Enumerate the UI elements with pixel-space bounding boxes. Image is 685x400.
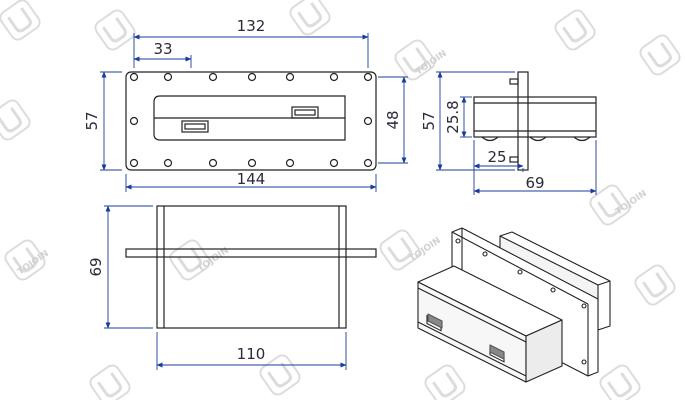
side-view — [473, 71, 597, 171]
dim-top-length: 110 — [237, 345, 266, 363]
dim-front-inner-height: 48 — [384, 110, 402, 129]
dim-front-height-total: 57 — [83, 111, 101, 130]
front-connector-left — [181, 120, 209, 133]
dim-side-height-total: 57 — [420, 111, 438, 130]
front-bolt-holes — [129, 72, 373, 168]
iso-connectors — [427, 313, 505, 360]
front-connector-right — [291, 106, 319, 119]
top-body — [156, 205, 347, 329]
front-dimensions — [100, 33, 408, 192]
dim-front-width-total: 144 — [237, 170, 266, 188]
top-view — [125, 205, 377, 329]
dim-side-flange-offset: 25 — [487, 148, 506, 166]
top-dimensions — [104, 205, 347, 370]
side-flange — [517, 71, 529, 171]
side-feet — [481, 136, 591, 142]
front-view — [125, 71, 377, 171]
top-flange — [125, 248, 377, 258]
dim-side-inner-height: 25.8 — [444, 100, 462, 133]
isometric-view — [417, 227, 611, 383]
side-body — [473, 96, 597, 138]
dim-front-hole-span: 132 — [237, 17, 266, 35]
front-waveguide-opening — [153, 95, 346, 141]
front-flange-outline — [125, 71, 377, 171]
dim-front-offset: 33 — [153, 40, 172, 58]
dim-top-depth: 69 — [87, 257, 105, 276]
side-dimensions — [436, 71, 597, 195]
front-connector-right-inner — [294, 109, 316, 116]
dim-side-length: 69 — [525, 174, 544, 192]
front-connector-left-inner — [184, 123, 206, 130]
